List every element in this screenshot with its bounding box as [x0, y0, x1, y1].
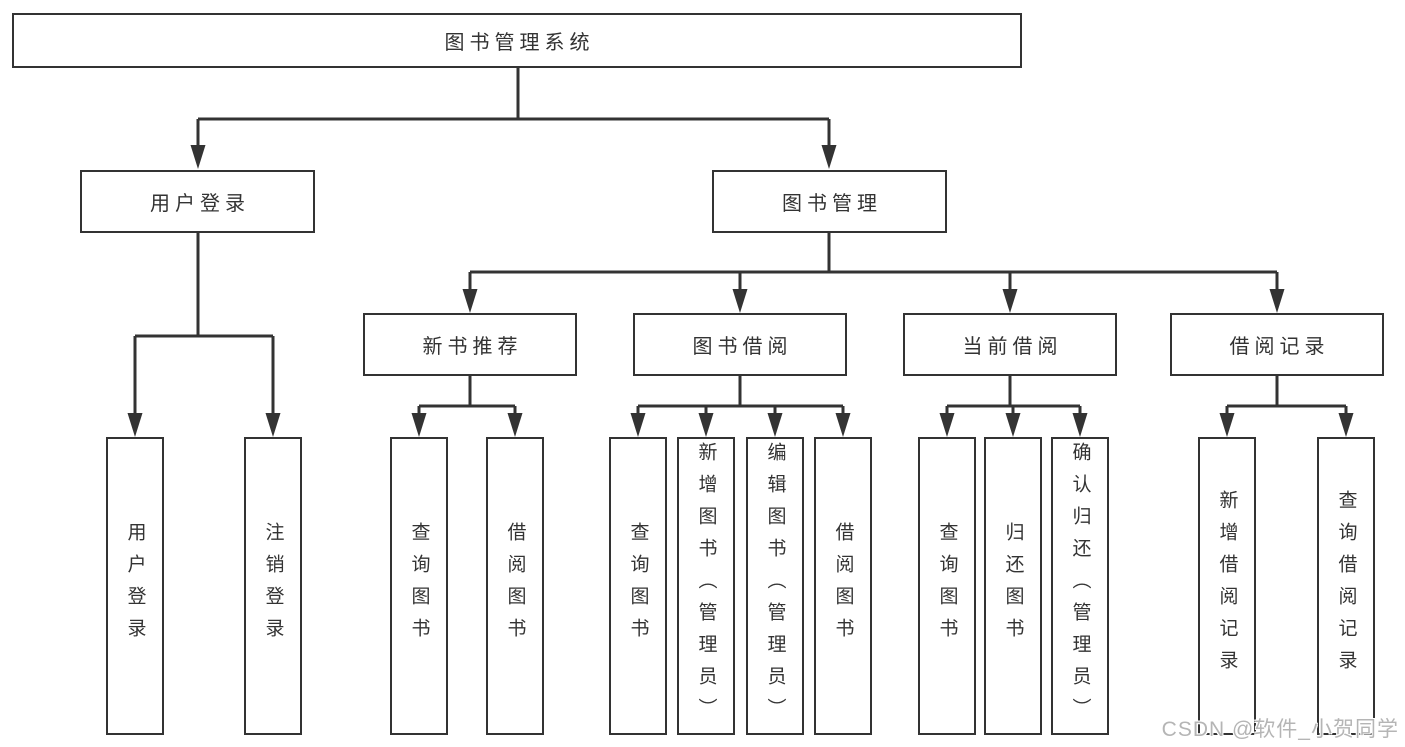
connector-borrowing-records-to-leaves	[1219, 376, 1354, 437]
leaf-current-confirm-return-admin: 确认归还（管理员）	[1051, 437, 1109, 735]
leaf-recommend-borrow-books: 借阅图书	[486, 437, 544, 735]
leaf-borrowing-query-books: 查询图书	[609, 437, 667, 735]
node-user-login-label: 用户登录	[150, 193, 250, 215]
node-borrowing-records: 借阅记录	[1170, 313, 1384, 376]
node-book-management: 图书管理	[712, 170, 947, 233]
node-book-borrowing: 图书借阅	[633, 313, 847, 376]
node-new-book-recommendation-label: 新书推荐	[422, 336, 523, 358]
leaf-records-query-borrow-record: 查询借阅记录	[1317, 437, 1375, 735]
leaf-recommend-query-books-label: 查询图书	[408, 522, 430, 650]
leaf-records-query-borrow-record-label: 查询借阅记录	[1335, 490, 1357, 682]
connector-new-book-recommendation-to-leaves	[411, 376, 523, 437]
connector-book-management-to-level3	[462, 233, 1285, 313]
node-user-login: 用户登录	[80, 170, 315, 233]
connector-current-borrowing-to-leaves	[939, 376, 1088, 437]
node-current-borrowing: 当前借阅	[903, 313, 1117, 376]
leaf-current-query-books-label: 查询图书	[936, 522, 958, 650]
node-root-system: 图书管理系统	[12, 13, 1022, 68]
node-new-book-recommendation: 新书推荐	[363, 313, 577, 376]
connector-root-to-level2	[190, 68, 837, 169]
leaf-user-login-label: 用户登录	[124, 522, 146, 650]
leaf-current-confirm-return-admin-label: 确认归还（管理员）	[1069, 442, 1091, 730]
leaf-borrowing-edit-books-admin-label: 编辑图书（管理员）	[764, 442, 786, 730]
csdn-watermark: CSDN @软件_小贺同学	[1161, 718, 1399, 741]
leaf-records-add-borrow-record: 新增借阅记录	[1198, 437, 1256, 735]
leaf-user-login: 用户登录	[106, 437, 164, 735]
leaf-borrowing-borrow-books-label: 借阅图书	[832, 522, 854, 650]
leaf-borrowing-add-books-admin-label: 新增图书（管理员）	[695, 442, 717, 730]
leaf-current-return-books: 归还图书	[984, 437, 1042, 735]
leaf-borrowing-edit-books-admin: 编辑图书（管理员）	[746, 437, 804, 735]
leaf-borrowing-borrow-books: 借阅图书	[814, 437, 872, 735]
leaf-current-return-books-label: 归还图书	[1002, 522, 1024, 650]
connector-user-login-to-leaves	[127, 233, 281, 437]
leaf-current-query-books: 查询图书	[918, 437, 976, 735]
node-root-system-label: 图书管理系统	[444, 32, 595, 54]
connector-book-borrowing-to-leaves	[630, 376, 851, 437]
leaf-recommend-query-books: 查询图书	[390, 437, 448, 735]
node-book-management-label: 图书管理	[782, 193, 882, 215]
leaf-records-add-borrow-record-label: 新增借阅记录	[1216, 490, 1238, 682]
node-book-borrowing-label: 图书借阅	[692, 336, 793, 358]
node-current-borrowing-label: 当前借阅	[962, 336, 1063, 358]
leaf-logout-label: 注销登录	[262, 522, 284, 650]
leaf-borrowing-query-books-label: 查询图书	[627, 522, 649, 650]
leaf-borrowing-add-books-admin: 新增图书（管理员）	[677, 437, 735, 735]
leaf-recommend-borrow-books-label: 借阅图书	[504, 522, 526, 650]
leaf-logout: 注销登录	[244, 437, 302, 735]
node-borrowing-records-label: 借阅记录	[1229, 336, 1330, 358]
